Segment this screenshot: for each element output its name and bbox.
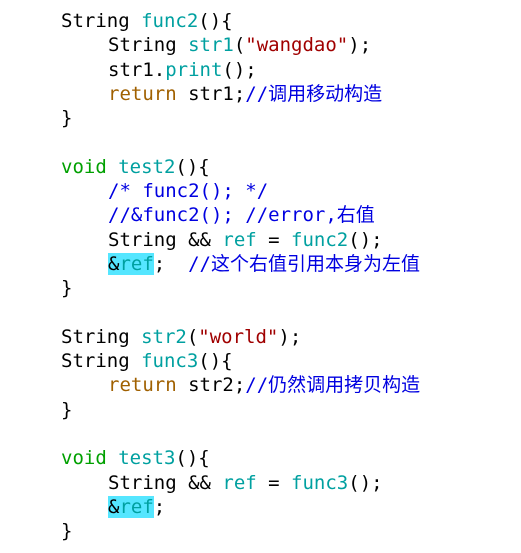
search-highlight: &ref: [108, 495, 154, 518]
code-token: //调用移动构造: [245, 82, 383, 105]
code-token: &: [108, 495, 120, 518]
code-token: ();: [222, 58, 257, 81]
code-line: [0, 422, 521, 446]
code-token: =: [256, 471, 292, 494]
code-line: &ref; //这个右值引用本身为左值: [0, 252, 521, 276]
code-token: (){: [198, 350, 233, 373]
code-token: test2: [118, 155, 176, 178]
code-token: ref: [119, 495, 154, 518]
code-line: String && ref = func2();: [0, 228, 521, 252]
code-token: String: [61, 10, 142, 32]
code-token: func2: [291, 228, 349, 251]
code-token: //这个右值引用本身为左值: [188, 252, 420, 275]
code-token: func3: [141, 350, 199, 373]
code-token: );: [278, 325, 302, 348]
code-token: (: [233, 34, 246, 57]
code-token: ref: [222, 471, 257, 494]
code-line: }: [0, 398, 521, 422]
code-token: );: [348, 34, 372, 57]
code-token: void: [61, 155, 107, 178]
code-token: return: [108, 374, 177, 397]
code-token: str1: [188, 34, 234, 57]
code-token: }: [61, 398, 73, 421]
code-line: /* func2(); */: [0, 179, 521, 203]
code-token: ;: [153, 252, 189, 275]
code-token: (){: [175, 155, 210, 178]
code-line: [0, 301, 521, 325]
code-line: return str1;//调用移动构造: [0, 82, 521, 106]
code-token: ();: [348, 228, 383, 251]
code-token: func2: [141, 10, 199, 32]
code-token: str1;: [176, 82, 246, 105]
code-token: str2;: [176, 374, 246, 397]
code-token: &: [108, 252, 120, 275]
code-line: [0, 130, 521, 154]
code-line: &ref;: [0, 495, 521, 519]
code-token: String: [61, 350, 142, 373]
code-token: /* func2(); */: [108, 180, 269, 203]
code-line: String str2("world");: [0, 325, 521, 349]
code-line: //&func2(); //error,右值: [0, 203, 521, 227]
code-token: str1.: [108, 58, 166, 81]
code-line: void test2(){: [0, 155, 521, 179]
code-token: return: [108, 82, 177, 105]
code-token: String: [61, 325, 142, 348]
code-token: ref: [222, 228, 257, 251]
code-token: "wangdao": [245, 34, 349, 57]
code-token: //仍然调用拷贝构造: [245, 374, 421, 397]
code-token: [107, 156, 118, 178]
code-line: String func3(){: [0, 349, 521, 373]
code-token: "world": [198, 325, 279, 348]
code-token: String &&: [108, 228, 223, 251]
code-line: void test3(){: [0, 446, 521, 470]
code-line: str1.print();: [0, 58, 521, 82]
code-token: print: [165, 58, 223, 81]
code-token: (: [186, 325, 199, 348]
code-line: String func2(){: [0, 9, 521, 33]
code-token: }: [61, 107, 73, 130]
code-token: void: [61, 447, 107, 470]
code-token: (){: [175, 447, 210, 470]
code-line: return str2;//仍然调用拷贝构造: [0, 373, 521, 397]
code-token: func3: [291, 471, 349, 494]
code-token: }: [61, 277, 73, 300]
code-line: }: [0, 519, 521, 543]
code-line: String && ref = func3();: [0, 471, 521, 495]
search-highlight: &ref: [108, 252, 154, 275]
code-token: //&func2(); //error,右值: [108, 204, 375, 227]
code-line: }: [0, 106, 521, 130]
code-token: String: [108, 34, 189, 57]
code-token: [107, 447, 118, 469]
code-token: ref: [119, 252, 154, 275]
code-token: =: [256, 228, 292, 251]
code-token: (){: [198, 10, 233, 32]
code-token: str2: [141, 325, 187, 348]
code-line: String str1("wangdao");: [0, 33, 521, 57]
code-token: String &&: [108, 471, 223, 494]
code-line: }: [0, 276, 521, 300]
code-token: ();: [348, 471, 383, 494]
code-token: }: [61, 520, 73, 543]
code-token: test3: [118, 447, 176, 470]
code-token: ;: [153, 495, 166, 518]
